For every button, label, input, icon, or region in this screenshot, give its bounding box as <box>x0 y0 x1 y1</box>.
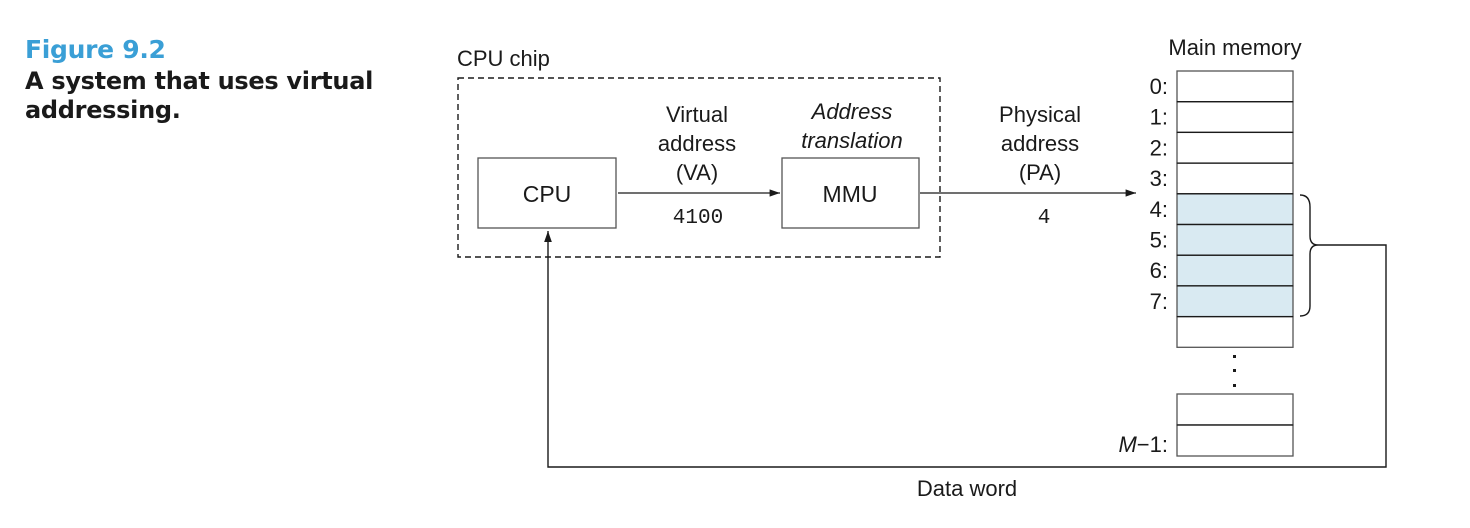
cpu-chip-boundary <box>457 77 941 258</box>
mmu-label: MMU <box>823 181 878 207</box>
memory-address-label: 0: <box>1150 74 1168 99</box>
figure-number: Figure 9.2 <box>25 35 166 64</box>
memory-address-label: 3: <box>1150 166 1168 191</box>
memory-cell <box>1176 393 1294 426</box>
memory-label-last: M−1: <box>1118 432 1168 457</box>
mmu-box <box>781 157 920 229</box>
memory-address-label: 4: <box>1150 197 1168 222</box>
pa-label-line3: (PA) <box>1019 160 1061 185</box>
memory-rows: 0: 1: 2: 3: 4: 5: 6: 7: <box>1150 70 1294 348</box>
pa-label-line1: Physical <box>999 102 1081 127</box>
memory-address-label: 1: <box>1150 105 1168 130</box>
memory-address-label: 5: <box>1150 228 1168 253</box>
memory-address-label: 7: <box>1150 289 1168 314</box>
memory-address-label: 6: <box>1150 258 1168 283</box>
memory-cell <box>1176 101 1294 134</box>
figure-caption: Figure 9.2 A system that uses virtual ad… <box>25 33 425 125</box>
figure-title: A system that uses virtual addressing. <box>25 67 374 124</box>
brace-icon <box>1299 194 1319 317</box>
va-value: 4100 <box>673 207 723 230</box>
mmu-caption-line1: Address <box>810 99 893 124</box>
memory-cell-highlighted <box>1176 285 1294 318</box>
cpu-chip-label: CPU chip <box>457 46 550 71</box>
mmu-caption-line2: translation <box>801 128 903 153</box>
main-memory-title: Main memory <box>1168 35 1301 60</box>
va-label-line2: address <box>658 131 736 156</box>
cpu-label: CPU <box>523 181 572 207</box>
ellipsis-dot <box>1233 384 1236 387</box>
memory-cell-last <box>1176 424 1294 457</box>
data-word-label: Data word <box>917 476 1017 501</box>
data-word-arrow <box>544 231 1387 468</box>
memory-cell <box>1176 70 1294 103</box>
ellipsis-dot <box>1233 369 1236 372</box>
memory-cell-highlighted <box>1176 193 1294 226</box>
pa-value: 4 <box>1038 207 1051 230</box>
pa-label-line2: address <box>1001 131 1079 156</box>
va-label-line3: (VA) <box>676 160 718 185</box>
memory-cell <box>1176 131 1294 164</box>
ellipsis-dot <box>1233 355 1236 358</box>
memory-cell <box>1176 315 1294 348</box>
memory-cell-highlighted <box>1176 223 1294 256</box>
memory-cell <box>1176 162 1294 195</box>
memory-cell-highlighted <box>1176 254 1294 287</box>
cpu-box <box>477 157 617 229</box>
va-label-line1: Virtual <box>666 102 728 127</box>
memory-address-label: 2: <box>1150 135 1168 160</box>
